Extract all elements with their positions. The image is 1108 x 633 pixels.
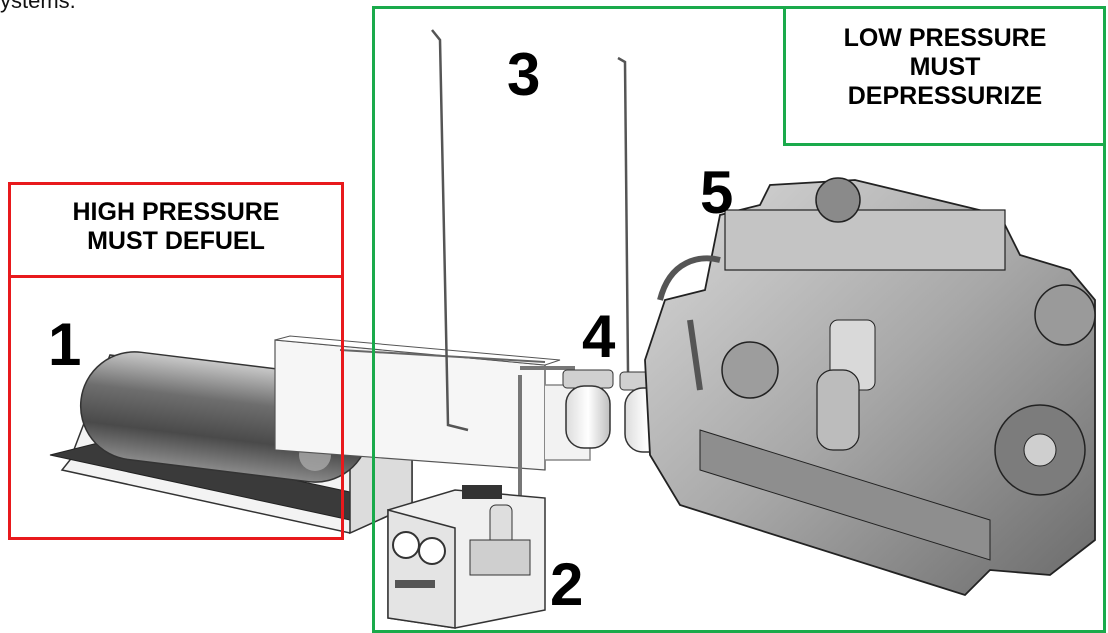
- vent-tubes: [431, 29, 630, 432]
- caption-fragment: ystems.: [0, 0, 76, 13]
- defuel-cart: [387, 485, 546, 629]
- callout-2: 2: [550, 551, 584, 618]
- high-pressure-region: [8, 275, 344, 540]
- callout-1: 1: [48, 311, 82, 378]
- callout-3: 3: [507, 41, 541, 108]
- low-pressure-line1: LOW PRESSURE: [843, 24, 1047, 52]
- low-pressure-label: LOW PRESSURE MUST DEPRESSURIZE: [786, 24, 1104, 110]
- low-pressure-line2: MUST: [909, 52, 981, 81]
- diesel-engine: [644, 177, 1096, 597]
- callout-4: 4: [582, 303, 616, 370]
- high-pressure-line2: MUST DEFUEL: [87, 226, 265, 255]
- low-pressure-line3: DEPRESSURIZE: [847, 81, 1043, 110]
- high-pressure-line1: HIGH PRESSURE: [72, 198, 280, 226]
- high-pressure-label: HIGH PRESSURE MUST DEFUEL: [12, 198, 340, 256]
- low-pressure-region: [372, 6, 1106, 633]
- low-pressure-label-box: [783, 6, 1106, 146]
- callout-5: 5: [700, 159, 734, 226]
